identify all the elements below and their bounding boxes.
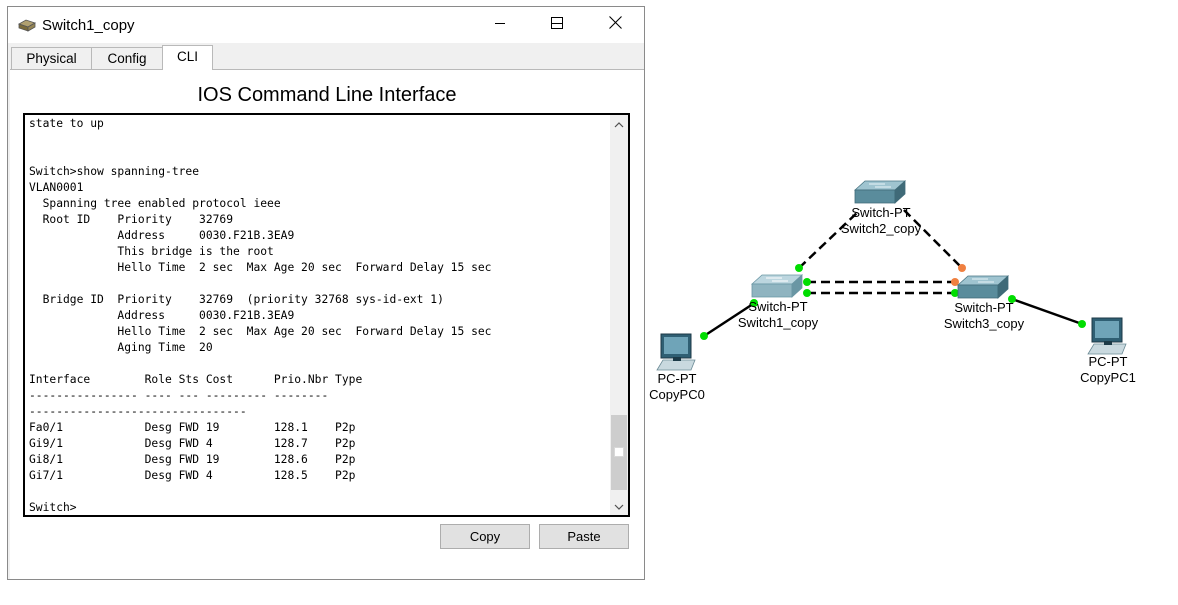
pc0-model: PC-PT xyxy=(657,371,697,386)
status-dot-up xyxy=(1008,295,1016,303)
switch3-name: Switch3_copy xyxy=(943,316,1025,331)
link-status-indicators xyxy=(700,264,1086,340)
pc0-label[interactable]: PC-PT CopyPC0 xyxy=(633,371,721,403)
switch3-label[interactable]: Switch-PT Switch3_copy xyxy=(932,300,1036,332)
status-dot-up xyxy=(803,289,811,297)
switch1-icon[interactable] xyxy=(750,274,804,298)
pc1-name: CopyPC1 xyxy=(1080,370,1136,385)
maximize-button[interactable] xyxy=(528,7,586,43)
link-switch1-switch2[interactable] xyxy=(798,209,861,269)
close-button[interactable] xyxy=(586,7,644,43)
maximize-icon xyxy=(551,16,563,34)
chevron-up-icon xyxy=(614,115,624,133)
switch-app-icon xyxy=(18,17,36,33)
topology-links xyxy=(703,209,1083,338)
scroll-down-button[interactable] xyxy=(610,497,628,515)
pc0-icon[interactable] xyxy=(656,333,696,371)
switch3-icon[interactable] xyxy=(956,275,1010,299)
link-pc0-switch1[interactable] xyxy=(703,300,757,338)
tab-physical[interactable]: Physical xyxy=(11,47,92,69)
status-dot-blocking xyxy=(958,264,966,272)
status-dot-up xyxy=(795,264,803,272)
minimize-glyph-icon xyxy=(494,16,506,34)
window-title: Switch1_copy xyxy=(42,17,135,34)
copy-button[interactable]: Copy xyxy=(440,524,530,549)
switch2-model: Switch-PT xyxy=(851,205,911,220)
tab-config[interactable]: Config xyxy=(91,47,163,69)
pc1-model: PC-PT xyxy=(1088,354,1128,369)
switch2-label[interactable]: Switch-PT Switch2_copy xyxy=(829,205,933,237)
status-dot-blocking xyxy=(951,278,959,286)
cli-output[interactable]: state to up Switch>show spanning-tree VL… xyxy=(29,117,492,514)
switch2-icon[interactable] xyxy=(853,180,907,204)
switch1-name: Switch1_copy xyxy=(737,315,819,330)
switch1-label[interactable]: Switch-PT Switch1_copy xyxy=(726,299,830,331)
status-dot-up xyxy=(951,289,959,297)
scroll-thumb[interactable] xyxy=(611,415,627,490)
close-icon xyxy=(608,16,622,34)
status-dot-up xyxy=(803,278,811,286)
switch2-name: Switch2_copy xyxy=(840,221,922,236)
cli-scrollbar[interactable] xyxy=(610,115,628,515)
pc0-name: CopyPC0 xyxy=(649,387,705,402)
scroll-up-button[interactable] xyxy=(610,115,628,133)
switch3-model: Switch-PT xyxy=(954,300,1014,315)
minimize-button[interactable] xyxy=(528,7,586,43)
panel-title: IOS Command Line Interface xyxy=(197,84,457,106)
pc1-label[interactable]: PC-PT CopyPC1 xyxy=(1064,354,1152,386)
cli-panel: IOS Command Line Interface state to up S… xyxy=(10,69,644,579)
title-bar[interactable]: Switch1_copy xyxy=(8,7,644,43)
status-dot-up xyxy=(1078,320,1086,328)
status-dot-up xyxy=(750,299,758,307)
status-dot-up xyxy=(700,332,708,340)
minimize-button-area[interactable] xyxy=(471,7,529,43)
tab-cli[interactable]: CLI xyxy=(162,45,213,70)
chevron-down-icon xyxy=(614,497,624,515)
switch1-model: Switch-PT xyxy=(748,299,808,314)
tab-bar: Physical Config CLI xyxy=(8,45,644,70)
pc1-icon[interactable] xyxy=(1087,317,1127,355)
link-switch3-pc1[interactable] xyxy=(1011,297,1083,326)
paste-button[interactable]: Paste xyxy=(539,524,629,549)
device-window: Switch1_copy Physical Config CLI IOS Com… xyxy=(7,6,645,580)
minimize-icon xyxy=(551,16,563,34)
cli-terminal[interactable]: state to up Switch>show spanning-tree VL… xyxy=(23,113,630,517)
